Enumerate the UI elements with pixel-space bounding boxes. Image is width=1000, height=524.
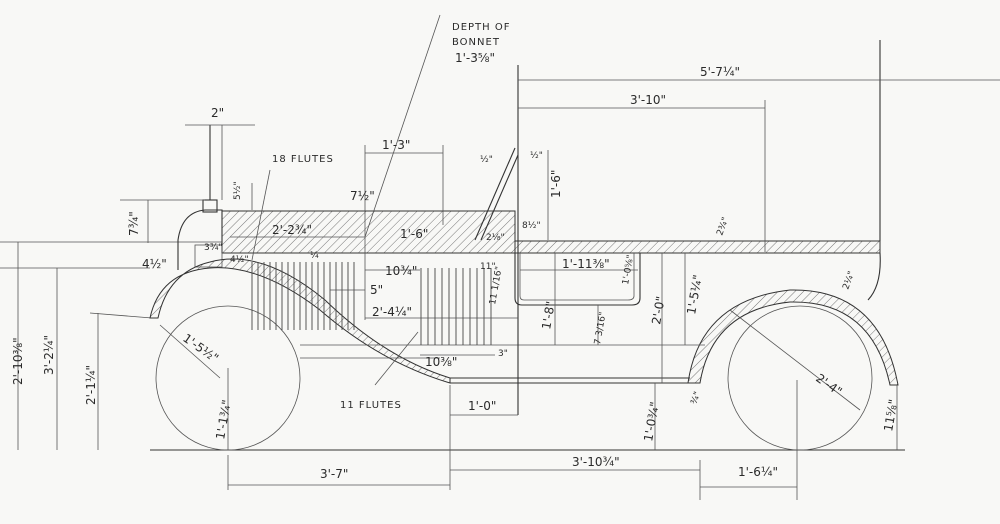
dim-label: 2¾": [715, 216, 731, 237]
dim-label: 2'-0": [649, 295, 668, 325]
dim-label: 4½": [230, 255, 249, 265]
dim-label: 2¼": [841, 270, 857, 291]
flutes-leader: [251, 169, 271, 261]
dim-label: 1'-0¾": [641, 401, 662, 443]
note-depth-of-bonnet: DEPTH OF: [452, 22, 510, 33]
note-depth-of-bonnet-value: 1'-3⅝": [455, 51, 495, 65]
bonnet-leader: [364, 14, 441, 238]
radiator-shell: [177, 209, 223, 270]
dim-label: 2'-10⅜": [11, 337, 25, 385]
dimension-lines: [17, 79, 1000, 500]
dim-label: 5½": [233, 181, 243, 200]
dim-label: 3¾": [204, 243, 223, 253]
dim-label: 11": [480, 262, 496, 272]
dim-label: 2'-2¾": [272, 223, 312, 237]
rear-fender: [687, 289, 899, 386]
dim-label: 2'-1¼": [84, 365, 98, 405]
dim-label: 8½": [522, 221, 541, 231]
dim-label: 3'-7": [320, 467, 348, 481]
dim-label: 2'-4¼": [372, 305, 412, 319]
dim-label: 5": [370, 283, 383, 297]
dim-label: 1'-6": [549, 170, 563, 198]
dim-label: 10¾": [385, 264, 417, 278]
door-cutout-inner: [519, 253, 635, 301]
note-18-flutes: 18 FLUTES: [272, 154, 334, 165]
dim-label: ¼: [310, 251, 319, 261]
rear-body-curve: [867, 252, 881, 301]
dim-label: 3'-2¼": [42, 335, 56, 375]
door-cutout: [514, 253, 641, 306]
rear-louvres: [420, 268, 492, 345]
windshield: [474, 147, 516, 241]
dim-label: 7½": [350, 189, 375, 203]
dim-label: 3": [498, 349, 508, 359]
dim-label: 5'-7¼": [700, 65, 740, 79]
bonnet: [221, 210, 516, 254]
dim-label: 1'-3": [382, 138, 410, 152]
dim-label: 3'-10¾": [572, 455, 620, 469]
dim-label: 1'-6¼": [738, 465, 778, 479]
dim-label: 1'-11⅜": [562, 257, 610, 271]
dim-label: 2⅛": [486, 233, 505, 243]
dim-label: 1'-0": [468, 399, 496, 413]
dim-label: 11⅝": [881, 398, 900, 432]
dim-label: 3'-10": [630, 93, 666, 107]
front-louvres: [251, 262, 355, 330]
dim-label: 1'-5¼": [684, 274, 705, 316]
dim-label: ½": [530, 151, 543, 161]
windshield: [480, 154, 519, 241]
body-rail: [514, 240, 881, 254]
dim-label: ½": [480, 155, 493, 165]
note-depth-of-bonnet: BONNET: [452, 37, 500, 48]
flutes-leader: [374, 331, 419, 386]
dim-label: 1'-8": [539, 300, 558, 330]
dim-label: ¾": [689, 391, 703, 407]
dim-label: 1'-6": [400, 227, 428, 241]
dim-label: 2": [211, 106, 224, 120]
rear-wheel: [727, 305, 873, 451]
extension-line: [89, 312, 153, 319]
dim-label: 1'-1¾": [213, 399, 234, 441]
dim-label: 4½": [142, 257, 167, 271]
dim-label: 10⅜": [425, 355, 457, 369]
note-11-flutes: 11 FLUTES: [340, 400, 402, 411]
dim-label: 7 3/16": [593, 311, 609, 345]
dim-label: 7¾": [127, 211, 141, 236]
